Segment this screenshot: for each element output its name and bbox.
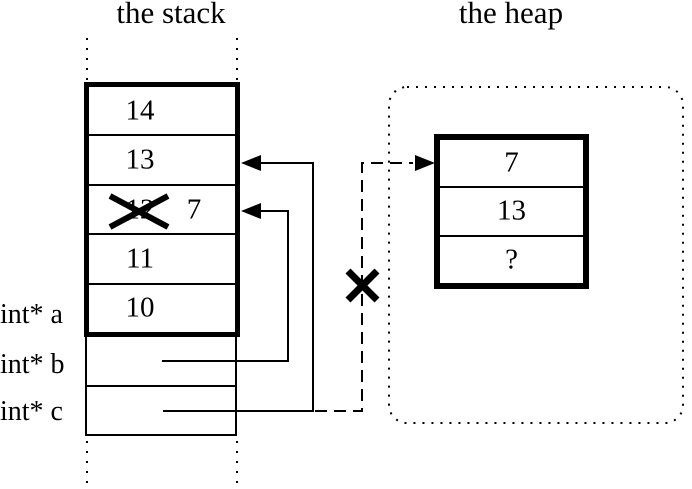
stack-cell-overwritten: 12 7 — [89, 183, 235, 233]
heap-cell-value: 7 — [504, 146, 519, 179]
stack-cell-new-value: 7 — [186, 193, 202, 226]
var-label-c: int* c — [0, 396, 63, 427]
stack-cell-old-value: 12 — [125, 193, 155, 226]
pointer-slots-box — [85, 337, 237, 436]
heap-title: the heap — [458, 0, 564, 30]
pointer-c-arrowhead-icon — [241, 155, 261, 171]
dangling-pointer-line — [315, 162, 413, 412]
stack-cell: 11 — [89, 233, 235, 282]
pointer-slot-c — [87, 384, 235, 435]
stack-cell-value: 10 — [125, 291, 155, 324]
heap-object-box: 7 13 ? — [434, 134, 589, 289]
heap-cell: ? — [440, 234, 583, 283]
stack-cell-value: 14 — [125, 94, 155, 127]
heap-cell: 7 — [440, 140, 583, 186]
stack-frame-box: 14 13 12 7 11 10 — [84, 82, 240, 337]
pointer-b-arrowhead-icon — [241, 203, 261, 219]
stack-title: the stack — [116, 0, 226, 30]
stack-cell: 14 — [89, 87, 235, 134]
heap-cell-value: 13 — [497, 194, 526, 227]
pointer-slot-b — [87, 337, 235, 385]
heap-cell-value: ? — [505, 243, 518, 276]
heap-cell: 13 — [440, 186, 583, 234]
severed-pointer-x-icon — [345, 268, 380, 303]
stack-cell: 10 — [89, 282, 235, 332]
stack-cell-value: 11 — [126, 242, 154, 275]
var-label-a: int* a — [0, 299, 63, 330]
var-label-b: int* b — [0, 349, 65, 380]
stack-cell: 13 — [89, 134, 235, 183]
stack-cell-value: 13 — [125, 143, 155, 176]
dangling-pointer-arrowhead-icon — [415, 155, 435, 171]
